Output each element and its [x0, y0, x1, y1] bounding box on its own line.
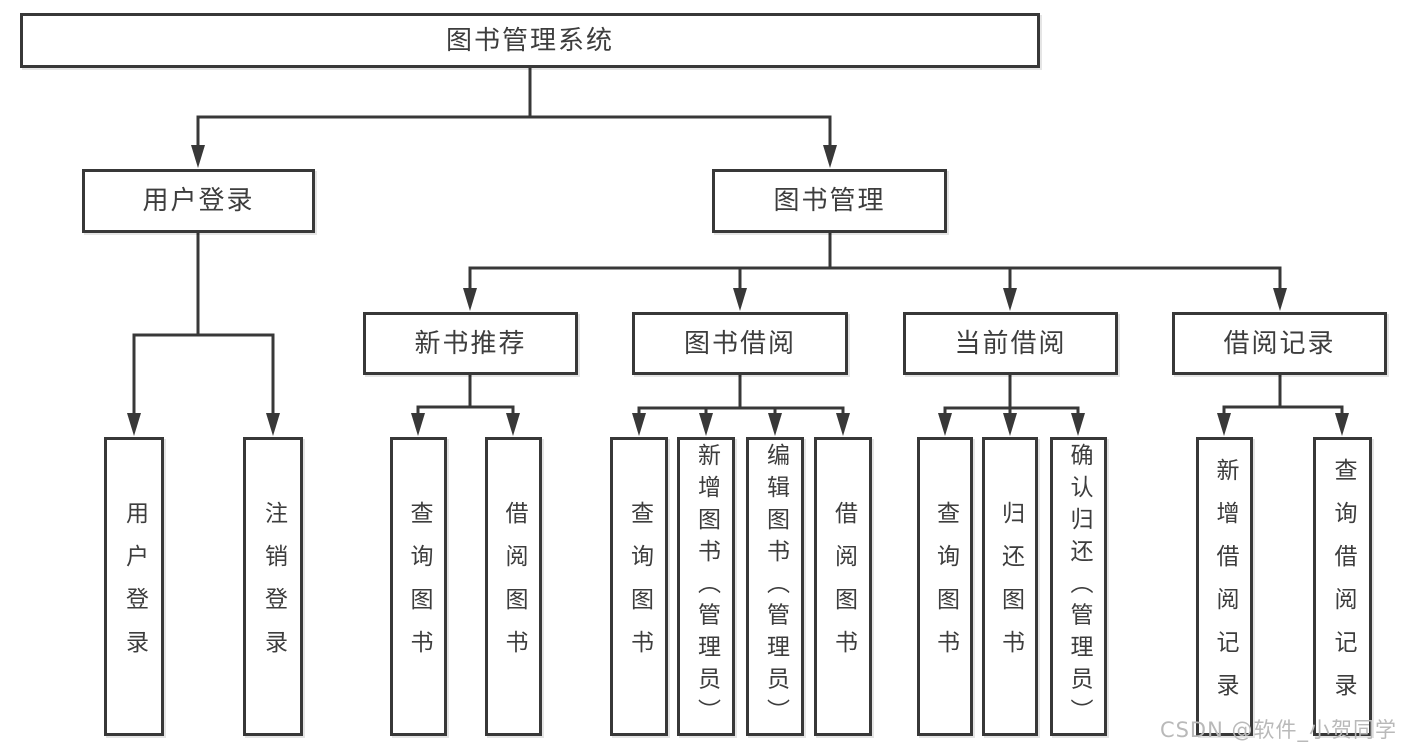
node-leaf-borrow-book-recommend: 借阅图书 [485, 437, 542, 736]
node-label-leaf-confirm-return-admin: 确认归还（管理员） [1066, 443, 1092, 730]
node-borrowing-records: 借阅记录 [1172, 312, 1387, 375]
node-leaf-return-book: 归还图书 [982, 437, 1038, 736]
node-label-borrowing-records: 借阅记录 [1223, 328, 1336, 359]
arrowhead-icon [506, 413, 520, 436]
node-label-current-borrowing: 当前借阅 [954, 328, 1067, 359]
node-label-leaf-add-borrow-record: 新增借阅记录 [1212, 457, 1238, 716]
node-leaf-logout: 注销登录 [243, 437, 303, 736]
arrowhead-icon [699, 413, 713, 436]
node-current-borrowing: 当前借阅 [903, 312, 1118, 375]
node-label-leaf-add-book-admin: 新增图书（管理员） [693, 443, 720, 730]
arrowhead-icon [1217, 413, 1231, 436]
node-leaf-query-book-current: 查询图书 [917, 437, 973, 736]
node-new-book-recommend: 新书推荐 [363, 312, 578, 375]
node-leaf-query-book-recommend: 查询图书 [390, 437, 447, 736]
node-leaf-query-book-borrow: 查询图书 [610, 437, 668, 736]
node-leaf-confirm-return-admin: 确认归还（管理员） [1050, 437, 1107, 736]
arrowhead-icon [127, 413, 141, 436]
node-label-book-management: 图书管理 [773, 186, 886, 216]
arrowhead-icon [632, 413, 646, 436]
node-label-leaf-user-login: 用户登录 [121, 500, 148, 673]
watermark-text: CSDN @软件_小贺同学 [1159, 718, 1397, 742]
node-leaf-query-borrow-record: 查询借阅记录 [1313, 437, 1372, 736]
arrowhead-icon [768, 413, 782, 436]
node-label-leaf-query-borrow-record: 查询借阅记录 [1330, 457, 1356, 716]
node-label-leaf-edit-book-admin: 编辑图书（管理员） [762, 443, 789, 730]
node-user-login: 用户登录 [82, 169, 315, 233]
arrowhead-icon [463, 288, 477, 311]
arrowhead-icon [836, 413, 850, 436]
node-leaf-add-book-admin: 新增图书（管理员） [677, 437, 735, 736]
node-label-root: 图书管理系统 [445, 25, 614, 56]
node-label-leaf-borrow-book: 借阅图书 [830, 500, 857, 673]
node-label-leaf-return-book: 归还图书 [997, 500, 1024, 673]
arrowhead-icon [1003, 288, 1017, 311]
arrowhead-icon [733, 288, 747, 311]
node-leaf-add-borrow-record: 新增借阅记录 [1196, 437, 1253, 736]
node-leaf-borrow-book: 借阅图书 [814, 437, 872, 736]
node-label-leaf-borrow-book-recommend: 借阅图书 [501, 500, 527, 673]
node-label-user-login: 用户登录 [142, 186, 255, 216]
arrowhead-icon [938, 413, 952, 436]
node-label-leaf-query-book-recommend: 查询图书 [406, 500, 432, 673]
arrowhead-icon [1071, 413, 1085, 436]
arrowhead-icon [1335, 413, 1349, 436]
node-leaf-user-login: 用户登录 [104, 437, 164, 736]
node-book-borrowing: 图书借阅 [632, 312, 848, 375]
node-label-leaf-query-book-borrow: 查询图书 [626, 500, 653, 673]
arrowhead-icon [411, 413, 425, 436]
node-book-management: 图书管理 [712, 169, 947, 233]
node-label-new-book-recommend: 新书推荐 [414, 328, 527, 359]
arrowhead-icon [1273, 288, 1287, 311]
node-root: 图书管理系统 [20, 13, 1040, 68]
node-leaf-edit-book-admin: 编辑图书（管理员） [746, 437, 804, 736]
node-label-leaf-logout: 注销登录 [260, 500, 287, 673]
arrowhead-icon [191, 145, 205, 168]
arrowhead-icon [1003, 413, 1017, 436]
arrowhead-icon [823, 145, 837, 168]
arrowhead-icon [266, 413, 280, 436]
node-label-leaf-query-book-current: 查询图书 [932, 500, 959, 673]
node-label-book-borrowing: 图书借阅 [683, 328, 796, 359]
